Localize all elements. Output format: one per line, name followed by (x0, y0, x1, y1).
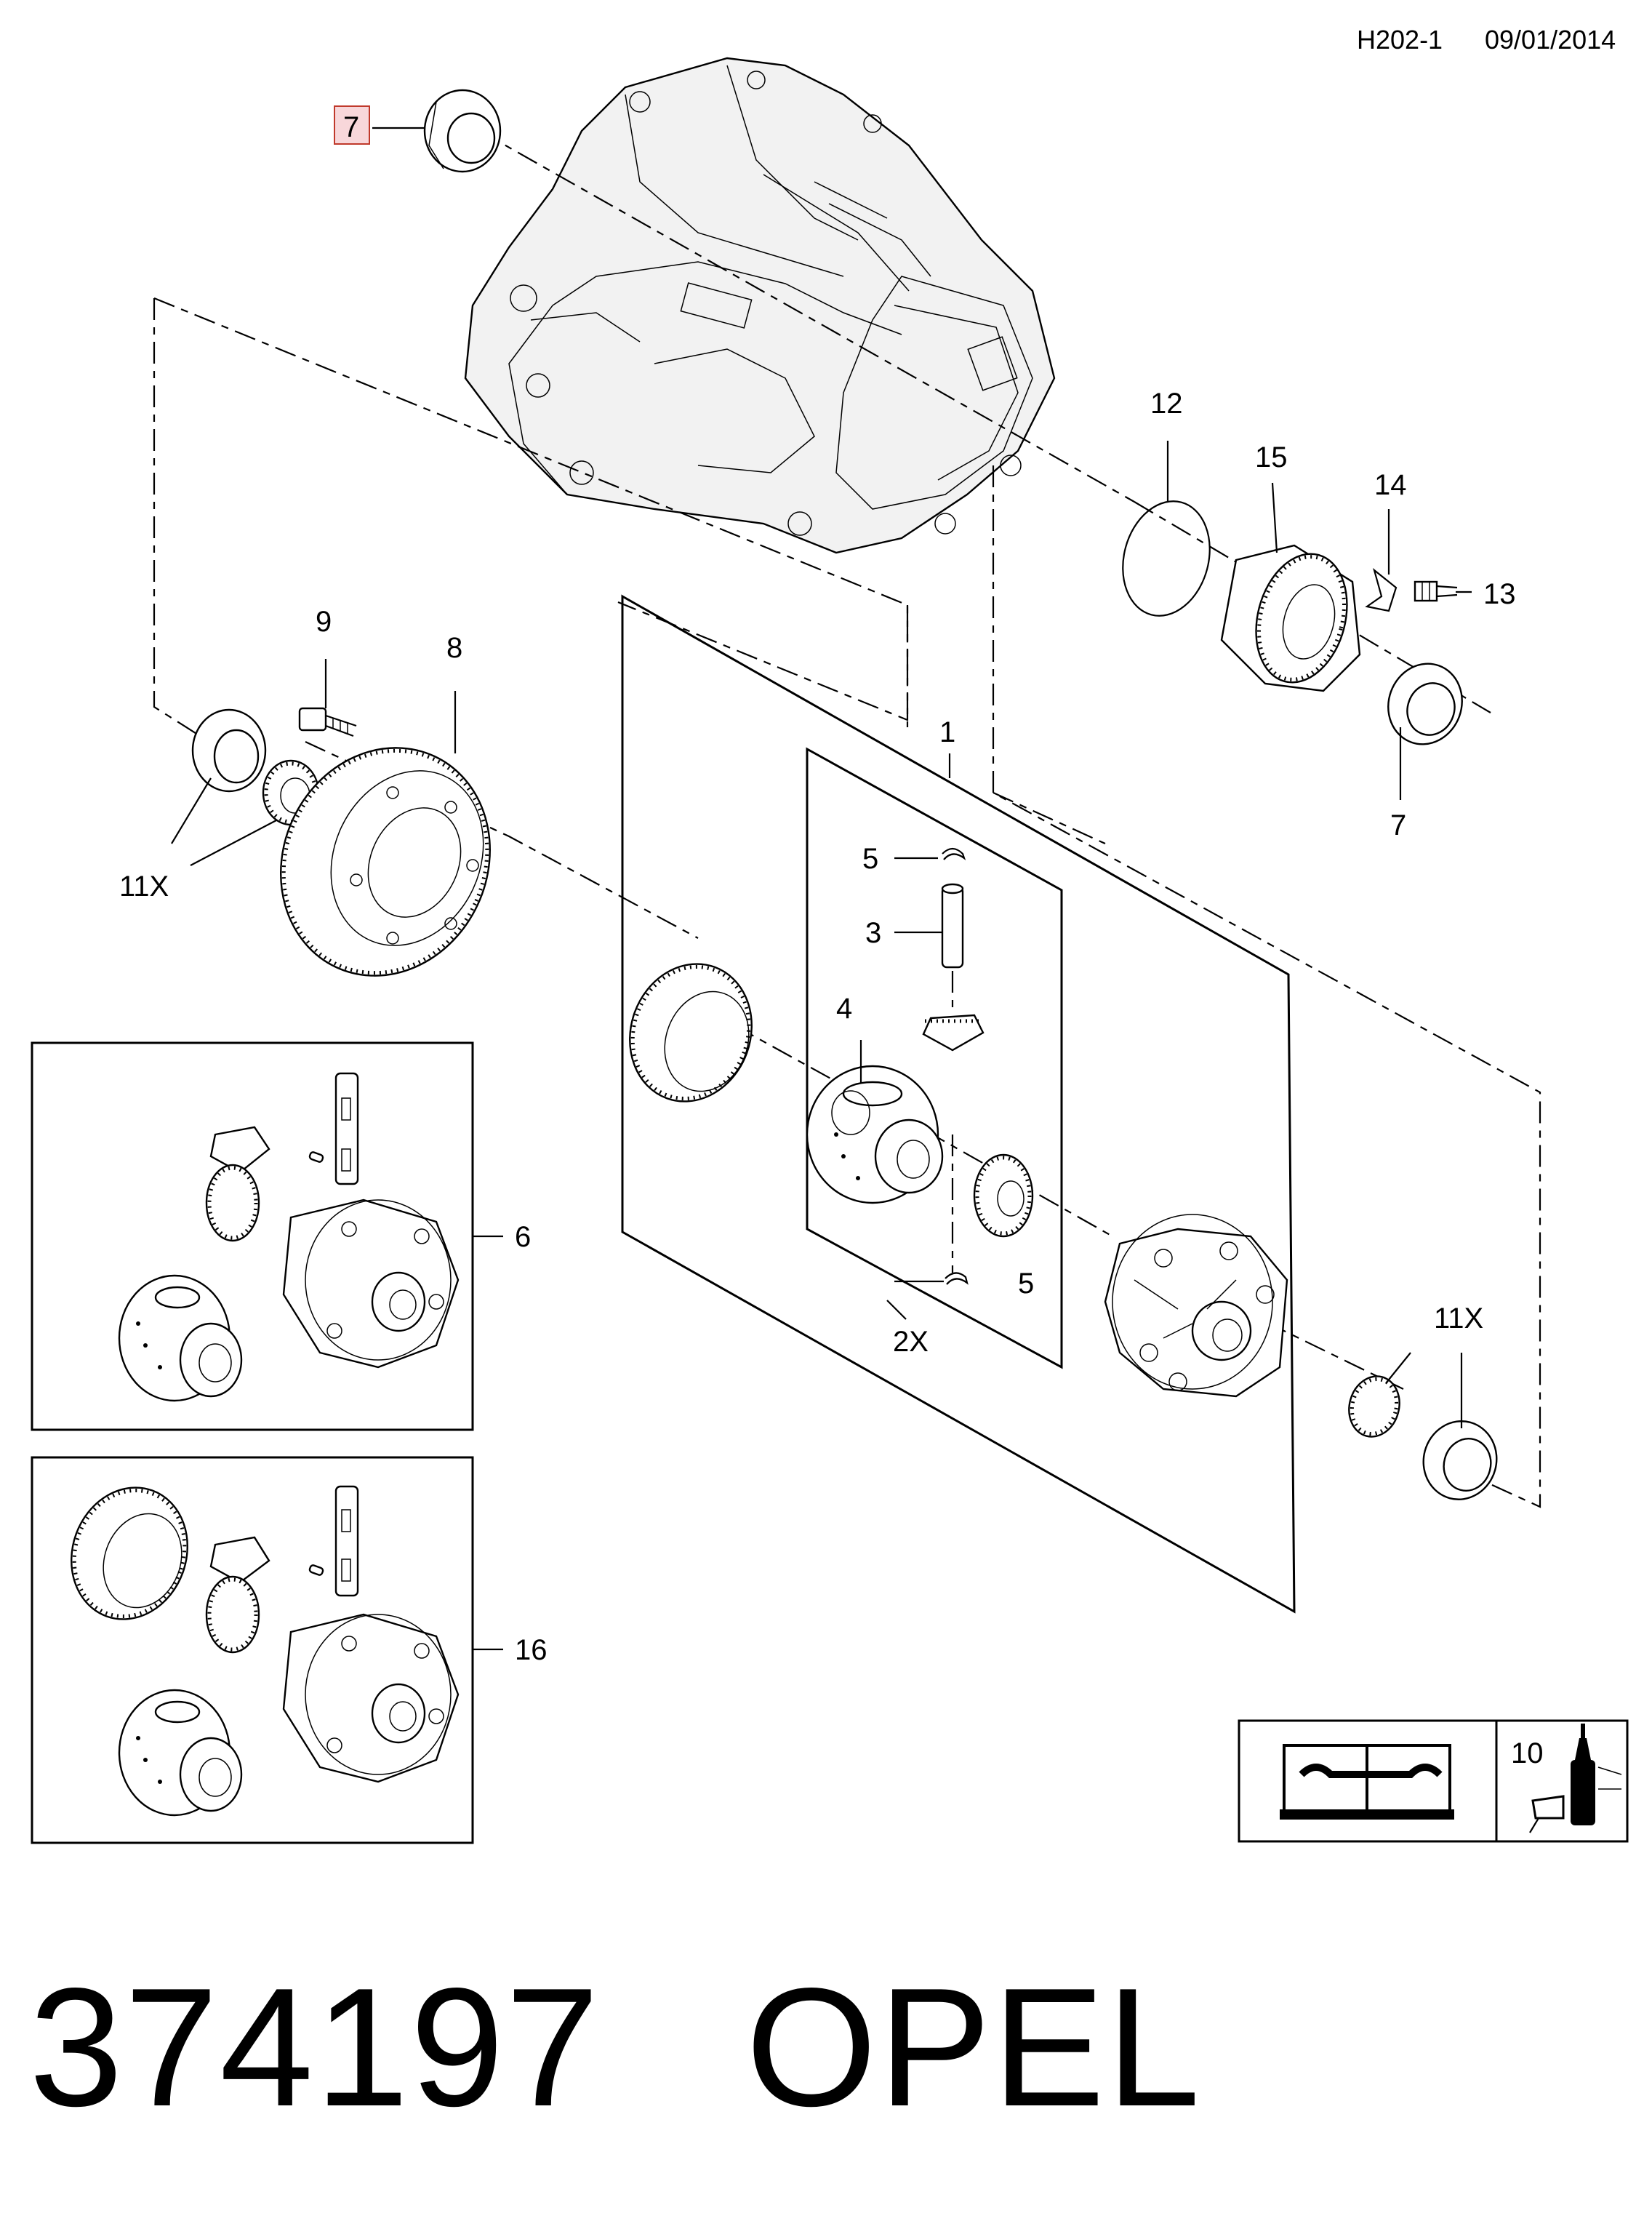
callout-3: 3 (865, 917, 881, 949)
lock-clip-bottom (945, 1272, 969, 1285)
callout-13: 13 (1483, 578, 1516, 610)
callout-12: 12 (1150, 388, 1183, 420)
part-number: 374197 (29, 1953, 601, 2142)
callout-8: 8 (446, 632, 462, 664)
bearing-carrier (1220, 544, 1361, 692)
callout-leaders (171, 127, 1472, 1428)
diagram-code: H202-1 (1357, 25, 1443, 55)
bearing-right (1348, 1375, 1498, 1500)
bolt-13 (1414, 580, 1458, 602)
callout-2x: 2X (893, 1326, 929, 1358)
seal-ring-right (1387, 663, 1463, 745)
callout-4: 4 (836, 993, 852, 1025)
callout-16: 16 (515, 1634, 548, 1666)
side-gear (973, 1153, 1034, 1238)
callout-5-top: 5 (862, 843, 878, 875)
callout-15: 15 (1255, 441, 1288, 473)
brand-name: OPEL (745, 1953, 1202, 2142)
callout-5-bottom: 5 (1018, 1268, 1034, 1300)
service-manual-icon (1280, 1744, 1454, 1820)
callout-14: 14 (1374, 469, 1407, 501)
lock-clip-top (942, 847, 966, 860)
assembly-box-2x (806, 747, 1063, 1369)
pinion-gear-top (922, 1014, 985, 1052)
o-ring (1122, 500, 1211, 617)
callout-7-right: 7 (1390, 809, 1406, 841)
callout-10: 10 (1511, 1737, 1544, 1769)
assembly-box-1 (621, 594, 1296, 1614)
kit-6-parts (118, 1072, 460, 1402)
sealant-tube-icon (1529, 1724, 1622, 1833)
transmission-housing (464, 57, 1056, 554)
legend-box (1238, 1719, 1629, 1843)
diff-housing-inner (806, 1065, 944, 1204)
callout-7-top: 7 (343, 111, 359, 143)
kit-16-parts (71, 1485, 460, 1817)
callout-11x-right: 11X (1434, 1302, 1483, 1334)
reluctor-ring (629, 963, 753, 1103)
seal-ring-top (423, 89, 502, 173)
retaining-clip (1365, 568, 1398, 612)
callout-1: 1 (939, 716, 955, 748)
diagram-date: 09/01/2014 (1485, 25, 1616, 55)
ring-gear (280, 747, 491, 977)
callout-9: 9 (316, 606, 332, 638)
callout-11x-left: 11X (119, 871, 169, 903)
callout-7-highlight (334, 105, 370, 145)
footer-title: 374197 OPEL (29, 1964, 1202, 2132)
bolt-9 (298, 707, 357, 737)
differential-case (1104, 1214, 1288, 1398)
cross-pin (941, 883, 964, 969)
callout-6: 6 (515, 1221, 531, 1253)
